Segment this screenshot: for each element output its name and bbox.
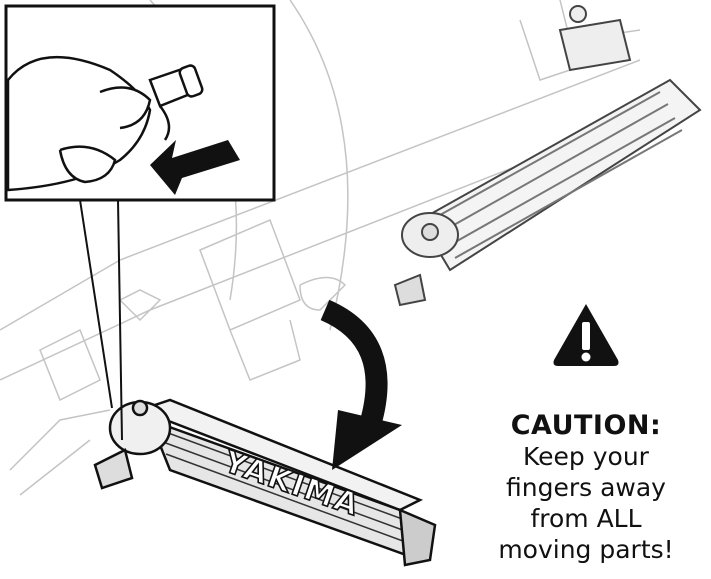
caution-line-2: fingers away xyxy=(506,473,666,502)
rotation-arrow xyxy=(320,299,402,470)
detail-inset xyxy=(4,4,276,202)
hand-pulling-pin xyxy=(6,55,204,192)
pull-direction-arrow xyxy=(150,140,240,195)
caution-line-1: Keep your xyxy=(523,442,649,471)
caution-message: CAUTION: Keep your fingers away from ALL… xyxy=(470,404,702,565)
upper-rack-arm xyxy=(393,5,702,307)
caution-line-4: moving parts! xyxy=(498,535,674,564)
inset-leader-lines xyxy=(79,199,123,441)
warning-triangle-icon xyxy=(553,304,619,366)
caution-title: CAUTION: xyxy=(510,410,662,441)
caution-line-3: from ALL xyxy=(530,504,642,533)
lower-rack-arm xyxy=(93,398,437,567)
